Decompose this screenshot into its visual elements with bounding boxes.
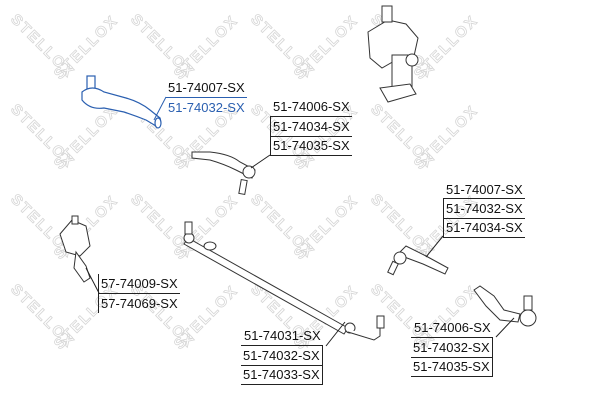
part-number-label: 51-74035-SX [411,357,493,377]
watermark-text: STELLOX [171,12,242,83]
part-number-label: 51-74007-SX [168,80,245,95]
part-number-label: 51-74031-SX [244,328,321,343]
steering-gearbox [367,5,419,103]
tie-rod-end [387,245,449,276]
watermark-text: STELLOX [171,282,242,353]
part-number-label: 51-74007-SX [446,182,523,197]
part-number-label: 51-74006-SX [414,320,491,335]
tie-rod-end [473,285,537,327]
part-number-label: 51-74006-SX [273,99,350,114]
part-number-label: 51-74033-SX [241,365,323,385]
watermark-text: STELLOX [291,12,362,83]
part-number-label: 51-74032-SX [411,337,493,358]
part-number-label-highlighted: 51-74032-SX [166,97,247,117]
part-number-label: 51-74035-SX [270,136,352,156]
center-link [183,221,385,341]
watermark-text: STELLOX [411,102,482,173]
watermark-text: STELLOX [51,102,122,173]
tie-rod-end [191,151,256,195]
tie-rod-end-highlighted [81,75,162,129]
part-number-label: 51-74034-SX [270,116,352,137]
part-number-label: 57-74069-SX [98,293,180,313]
part-number-label: 51-74034-SX [443,218,525,238]
watermark-text: STELLOX [51,12,122,83]
watermark-text: STELLOX [291,192,362,263]
leader-lines [85,96,515,347]
part-number-label: 57-74009-SX [98,274,180,293]
watermark-text: STELLOX [411,12,482,83]
part-number-label: 51-74032-SX [241,345,323,366]
idler-arm [59,215,91,283]
part-number-label: 51-74032-SX [443,198,525,219]
